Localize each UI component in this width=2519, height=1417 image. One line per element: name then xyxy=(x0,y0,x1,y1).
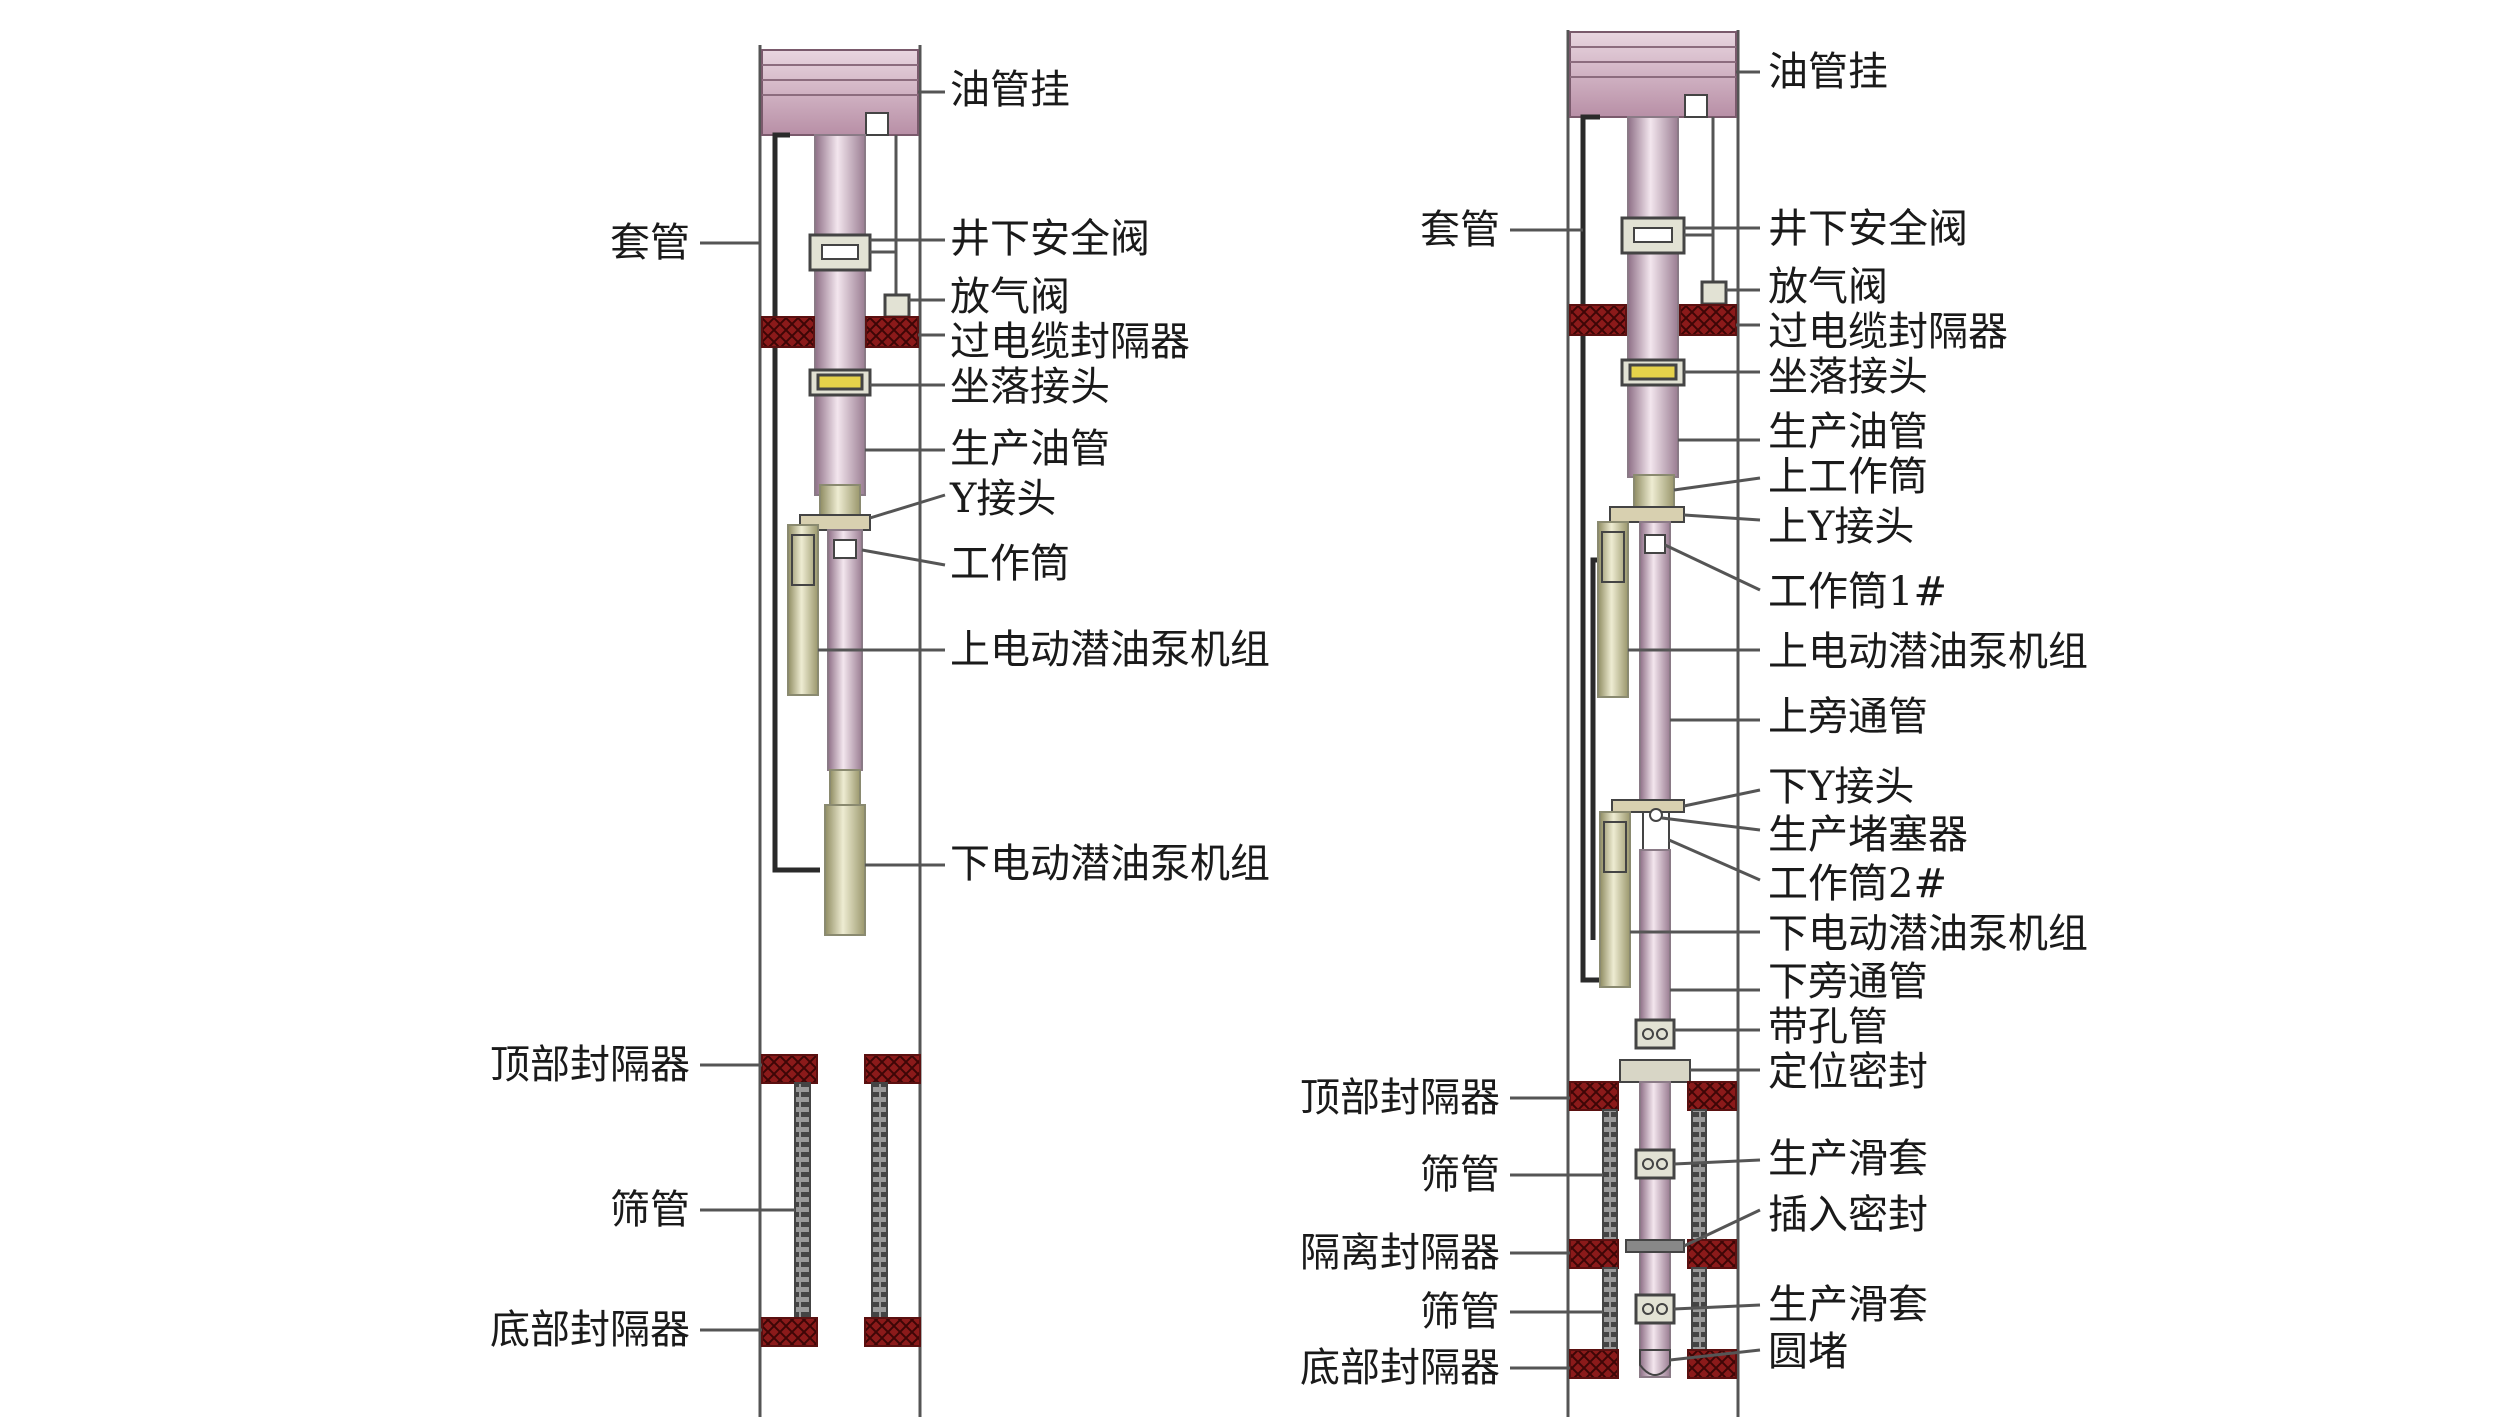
left-label-tubing-hanger: 油管挂 xyxy=(950,67,1070,113)
right-label-lower-esp: 下电动潜油泵机组 xyxy=(1768,911,2088,957)
left-label-bottom-packer: 底部封隔器 xyxy=(490,1307,690,1353)
right-label-bull-plug: 圆堵 xyxy=(1768,1329,1848,1375)
right-label-lower-bypass: 下旁通管 xyxy=(1768,959,1928,1005)
right-label-casing: 套管 xyxy=(1420,207,1500,253)
right-label-landing-nipple: 坐落接头 xyxy=(1768,354,1928,400)
right-isolation-packer xyxy=(1687,1239,1737,1269)
right-label-locator-seal: 定位密封 xyxy=(1768,1049,1928,1095)
right-screen-lower xyxy=(1602,1267,1618,1351)
right-cable-packer xyxy=(1679,304,1737,336)
right-upper-bypass xyxy=(1639,521,1671,808)
right-lower-bypass xyxy=(1639,849,1671,1021)
left-power-cable xyxy=(772,132,820,873)
left-production-tubing xyxy=(814,134,866,496)
left-bottom-packer xyxy=(864,1317,921,1347)
left-lower-esp xyxy=(824,804,866,936)
left-label-landing-nipple: 坐落接头 xyxy=(950,364,1110,410)
left-tubing-hanger xyxy=(761,49,919,136)
right-label-seal-insert: 插入密封 xyxy=(1768,1192,1928,1238)
left-label-subsurface-safety-valve: 井下安全阀 xyxy=(950,216,1150,262)
right-sliding-sleeve xyxy=(1634,1293,1676,1325)
right-label-tubing-hanger: 油管挂 xyxy=(1768,49,1888,95)
right-label-cable-packer: 过电缆封隔器 xyxy=(1768,309,2008,355)
right-label-perforated-pipe: 带孔管 xyxy=(1768,1004,1888,1050)
right-locator-seal xyxy=(1619,1059,1691,1083)
left-cable-packer xyxy=(865,316,919,348)
right-label-upper-esp: 上电动潜油泵机组 xyxy=(1768,629,2088,675)
right-screen-upper xyxy=(1602,1109,1618,1241)
right-label-upper-nipple: 上工作筒 xyxy=(1768,454,1928,500)
left-diagram: 油管挂 井下安全阀 放气阀 过电缆封隔器 坐落接头 生产油管 Y接头 工作筒 上… xyxy=(490,45,1270,1417)
right-label-sliding-sleeve-2: 生产滑套 xyxy=(1768,1282,1928,1328)
left-lower-esp-connector xyxy=(829,769,861,806)
right-label-screen-upper: 筛管 xyxy=(1420,1152,1500,1198)
left-screen xyxy=(794,1082,811,1319)
right-production-tubing xyxy=(1627,116,1679,478)
right-isolation-packer xyxy=(1569,1239,1619,1269)
left-label-bleed-valve: 放气阀 xyxy=(950,274,1070,320)
left-label-cable-packer: 过电缆封隔器 xyxy=(950,319,1190,365)
left-label-lower-esp: 下电动潜油泵机组 xyxy=(950,841,1270,887)
right-label-nipple-2: 工作筒2# xyxy=(1768,861,1947,907)
left-label-nipple: 工作筒 xyxy=(950,541,1070,587)
right-label-production-plug: 生产堵塞器 xyxy=(1768,812,1968,858)
right-screen-upper xyxy=(1691,1109,1707,1241)
right-label-lower-y-tool: 下Y接头 xyxy=(1768,764,1914,810)
right-upper-nipple xyxy=(1633,474,1675,508)
right-diagram: 油管挂 井下安全阀 放气阀 过电缆封隔器 坐落接头 生产油管 上工作筒 上Y接头… xyxy=(1300,30,2088,1417)
right-label-upper-y-tool: 上Y接头 xyxy=(1768,504,1914,550)
left-screen xyxy=(871,1082,888,1319)
right-inner-string xyxy=(1639,1081,1671,1378)
right-top-packer xyxy=(1569,1081,1619,1111)
right-label-nipple-1: 工作筒1# xyxy=(1768,569,1947,615)
left-bottom-packer xyxy=(761,1317,818,1347)
right-power-cable xyxy=(1580,114,1600,983)
right-label-bottom-packer: 底部封隔器 xyxy=(1300,1345,1500,1391)
right-bull-plug xyxy=(1639,1349,1671,1376)
right-perforated-pipe xyxy=(1634,1018,1676,1050)
right-production-plug xyxy=(1649,808,1663,822)
right-label-subsurface-safety-valve: 井下安全阀 xyxy=(1768,206,1968,252)
right-sliding-sleeve xyxy=(1634,1148,1676,1180)
left-label-y-tool: Y接头 xyxy=(949,476,1056,522)
left-label-casing: 套管 xyxy=(610,220,690,266)
left-top-packer xyxy=(761,1054,818,1084)
left-label-production-tubing: 生产油管 xyxy=(950,426,1110,472)
right-label-isolation-packer: 隔离封隔器 xyxy=(1300,1230,1500,1276)
left-label-top-packer: 顶部封隔器 xyxy=(490,1042,690,1088)
right-label-sliding-sleeve-1: 生产滑套 xyxy=(1768,1136,1928,1182)
right-label-top-packer: 顶部封隔器 xyxy=(1300,1075,1500,1121)
right-bleed-valve xyxy=(1700,280,1728,306)
right-bottom-packer xyxy=(1569,1349,1619,1379)
right-cable-packer xyxy=(1569,304,1627,336)
right-label-screen-lower: 筛管 xyxy=(1420,1289,1500,1335)
left-top-packer xyxy=(864,1054,921,1084)
left-label-screen: 筛管 xyxy=(610,1187,690,1233)
right-seal-insert xyxy=(1625,1239,1685,1253)
left-y-tool xyxy=(819,484,861,516)
right-top-packer xyxy=(1687,1081,1737,1111)
right-label-upper-bypass: 上旁通管 xyxy=(1768,694,1928,740)
left-label-upper-esp: 上电动潜油泵机组 xyxy=(950,627,1270,673)
right-tubing-hanger xyxy=(1569,31,1737,118)
left-bleed-valve xyxy=(883,293,911,319)
right-label-production-tubing: 生产油管 xyxy=(1768,409,1928,455)
right-label-bleed-valve: 放气阀 xyxy=(1768,264,1888,310)
left-cable-packer xyxy=(761,316,815,348)
